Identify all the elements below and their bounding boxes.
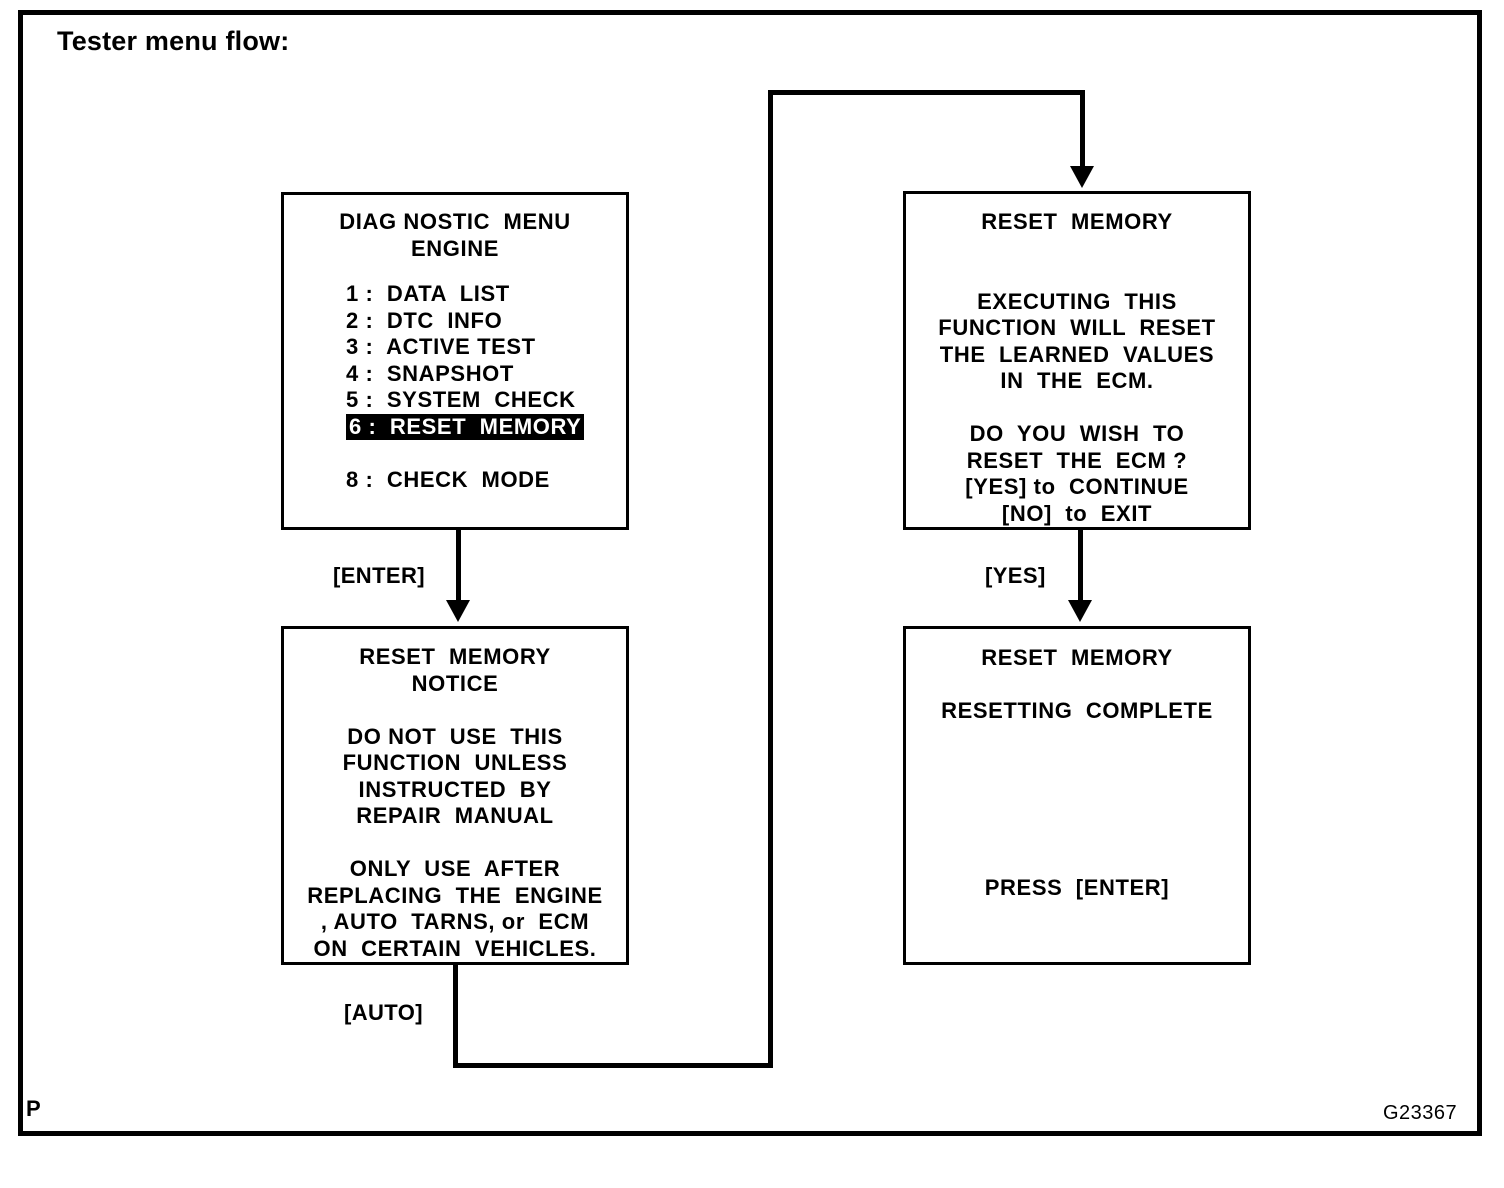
connector-label-auto: [AUTO]: [344, 1000, 423, 1025]
connector-enter-arrowhead: [446, 600, 470, 622]
connector-yes-line: [1078, 530, 1083, 602]
notice-line-10: REPLACING THE ENGINE: [307, 882, 603, 908]
screen-content: DIAG NOSTIC MENU ENGINE 1 : DATA LIST 2 …: [284, 195, 626, 493]
complete-gap-2: [906, 725, 1248, 875]
screen-title-line-2: ENGINE: [411, 235, 499, 261]
page-title: Tester menu flow:: [57, 26, 290, 56]
tester-screen-diagnostic-menu: DIAG NOSTIC MENU ENGINE 1 : DATA LIST 2 …: [281, 192, 629, 530]
confirm-line-1: RESET MEMORY: [981, 209, 1173, 234]
menu-item-gap: [346, 440, 626, 467]
menu-item-label: 8 : CHECK MODE: [346, 466, 550, 492]
notice-line-11: , AUTO TARNS, or ECM: [320, 909, 590, 934]
connector-auto-line-up: [768, 90, 773, 1068]
page-border: [18, 10, 1482, 1136]
screen-title-line-1: DIAG NOSTIC MENU: [339, 209, 571, 234]
menu-item-label: 2 : DTC INFO: [346, 307, 503, 333]
menu-item-1[interactable]: 1 : DATA LIST: [346, 281, 626, 308]
menu-item-2[interactable]: 2 : DTC INFO: [346, 308, 626, 335]
connector-auto-line-top: [768, 90, 1085, 95]
menu-item-5[interactable]: 5 : SYSTEM CHECK: [346, 387, 626, 414]
notice-line-2: NOTICE: [411, 670, 499, 696]
menu-item-6-selected[interactable]: 6 : RESET MEMORY: [346, 413, 626, 440]
confirm-gap-1: [906, 236, 1248, 263]
notice-line-7: REPAIR MANUAL: [356, 803, 554, 828]
confirm-line-6: THE LEARNED VALUES: [939, 341, 1215, 367]
tester-screen-reset-confirm: RESET MEMORY EXECUTING THIS FUNCTION WIL…: [903, 191, 1251, 530]
notice-line-5: FUNCTION UNLESS: [342, 750, 568, 775]
confirm-line-10: RESET THE ECM ?: [966, 447, 1188, 473]
notice-line-9: ONLY USE AFTER: [349, 856, 561, 881]
menu-list: 1 : DATA LIST 2 : DTC INFO 3 : ACTIVE TE…: [284, 281, 626, 493]
complete-gap-1: [906, 672, 1248, 699]
menu-item-label: 5 : SYSTEM CHECK: [346, 387, 576, 412]
notice-gap-1: [284, 697, 626, 724]
connector-enter-line: [456, 530, 461, 602]
screen-content: RESET MEMORY EXECUTING THIS FUNCTION WIL…: [906, 194, 1248, 527]
tester-screen-reset-notice: RESET MEMORY NOTICE DO NOT USE THIS FUNC…: [281, 626, 629, 965]
connector-auto-arrowhead: [1070, 166, 1094, 188]
notice-gap-2: [284, 830, 626, 857]
connector-auto-line-into-confirm: [1080, 90, 1085, 170]
menu-item-label: 6 : RESET MEMORY: [346, 413, 585, 440]
confirm-line-4: EXECUTING THIS: [977, 288, 1177, 314]
connector-auto-line-bottom: [453, 1063, 773, 1068]
confirm-gap-2: [906, 262, 1248, 289]
tester-screen-reset-complete: RESET MEMORY RESETTING COMPLETE PRESS [E…: [903, 626, 1251, 965]
notice-line-12: ON CERTAIN VEHICLES.: [313, 935, 597, 961]
confirm-line-9: DO YOU WISH TO: [969, 421, 1185, 446]
menu-item-label: 1 : DATA LIST: [346, 281, 510, 306]
menu-item-label: 3 : ACTIVE TEST: [346, 334, 536, 359]
corner-mark-p: P: [26, 1096, 41, 1121]
confirm-gap-3: [906, 395, 1248, 422]
menu-item-3[interactable]: 3 : ACTIVE TEST: [346, 334, 626, 361]
connector-yes-arrowhead: [1068, 600, 1092, 622]
connector-label-yes: [YES]: [985, 563, 1046, 588]
complete-line-3: RESETTING COMPLETE: [941, 698, 1213, 723]
screen-content: RESET MEMORY RESETTING COMPLETE PRESS [E…: [906, 629, 1248, 901]
screen-content: RESET MEMORY NOTICE DO NOT USE THIS FUNC…: [284, 629, 626, 962]
connector-label-enter: [ENTER]: [333, 563, 426, 588]
notice-line-6: INSTRUCTED BY: [358, 776, 552, 802]
confirm-line-5: FUNCTION WILL RESET: [938, 315, 1216, 340]
confirm-option-yes[interactable]: [YES] to CONTINUE: [965, 474, 1189, 499]
menu-item-4[interactable]: 4 : SNAPSHOT: [346, 361, 626, 388]
confirm-option-no[interactable]: [NO] to EXIT: [1001, 500, 1153, 526]
complete-line-1: RESET MEMORY: [981, 645, 1173, 670]
complete-footer-prompt: PRESS [ENTER]: [984, 874, 1170, 900]
notice-line-1: RESET MEMORY: [359, 644, 551, 669]
figure-id-label: G23367: [1383, 1102, 1458, 1124]
confirm-line-7: IN THE ECM.: [1000, 368, 1154, 393]
menu-item-8[interactable]: 8 : CHECK MODE: [346, 467, 626, 494]
notice-line-4: DO NOT USE THIS: [347, 723, 563, 749]
connector-auto-line-down: [453, 965, 458, 1068]
menu-item-label: 4 : SNAPSHOT: [346, 360, 514, 386]
